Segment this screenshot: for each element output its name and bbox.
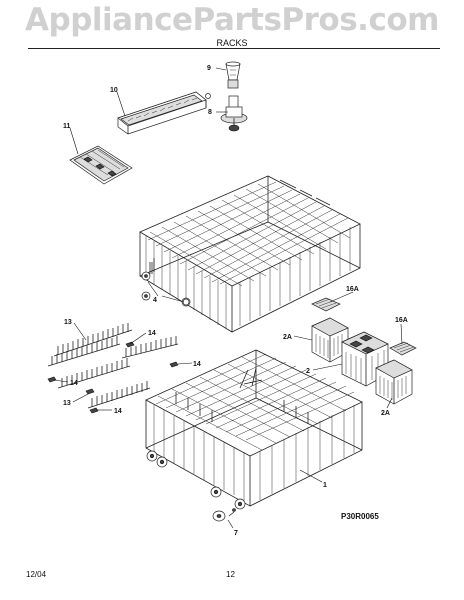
callout-13-upper: 13 — [64, 319, 72, 326]
callout-16a-right: 16A — [395, 317, 408, 324]
header-divider — [28, 48, 440, 49]
part-16a-lid-right — [389, 341, 417, 356]
lower-rack — [145, 349, 363, 507]
part-13-tine-row-upper — [53, 323, 133, 357]
footer-date: 12/04 — [26, 570, 47, 579]
callout-2a-right: 2A — [381, 410, 390, 417]
callout-11: 11 — [63, 123, 71, 130]
callout-10: 10 — [110, 87, 118, 94]
part-9-nozzle — [225, 61, 241, 89]
part-7-wheel — [212, 508, 236, 522]
callout-9: 9 — [207, 65, 211, 72]
part-8-manifold — [220, 95, 248, 132]
part-14-clips — [47, 341, 179, 414]
callout-1: 1 — [323, 482, 327, 489]
callout-14-upper: 14 — [148, 330, 156, 337]
part-13-tine-row-lower — [57, 358, 151, 409]
callout-8: 8 — [208, 109, 212, 116]
part-2a-basket-right — [375, 359, 413, 405]
part-10-utensil-basket — [117, 91, 211, 135]
page-title: RACKS — [216, 38, 248, 48]
callout-2a-left: 2A — [283, 334, 292, 341]
callout-14-lower: 14 — [114, 408, 122, 415]
leader-lines — [53, 67, 403, 529]
callout-4: 4 — [153, 297, 157, 304]
watermark: AppliancePartsPros.com — [25, 2, 439, 38]
part-16a-lid-upper — [311, 297, 341, 312]
callout-13-lower: 13 — [63, 400, 71, 407]
callout-2: 2 — [306, 368, 310, 375]
upper-rack-wheels — [141, 271, 191, 307]
callout-14-middle: 14 — [193, 361, 201, 368]
callout-14-left: 14 — [70, 380, 78, 387]
part-11-tray — [69, 145, 133, 185]
part-13-tine-row-middle — [47, 336, 179, 367]
footer-page-number: 12 — [226, 570, 235, 579]
lower-rack-wheels — [146, 450, 246, 510]
callout-7: 7 — [234, 530, 238, 537]
callout-16a-upper: 16A — [346, 286, 359, 293]
diagram-code: P30R0065 — [341, 512, 379, 521]
